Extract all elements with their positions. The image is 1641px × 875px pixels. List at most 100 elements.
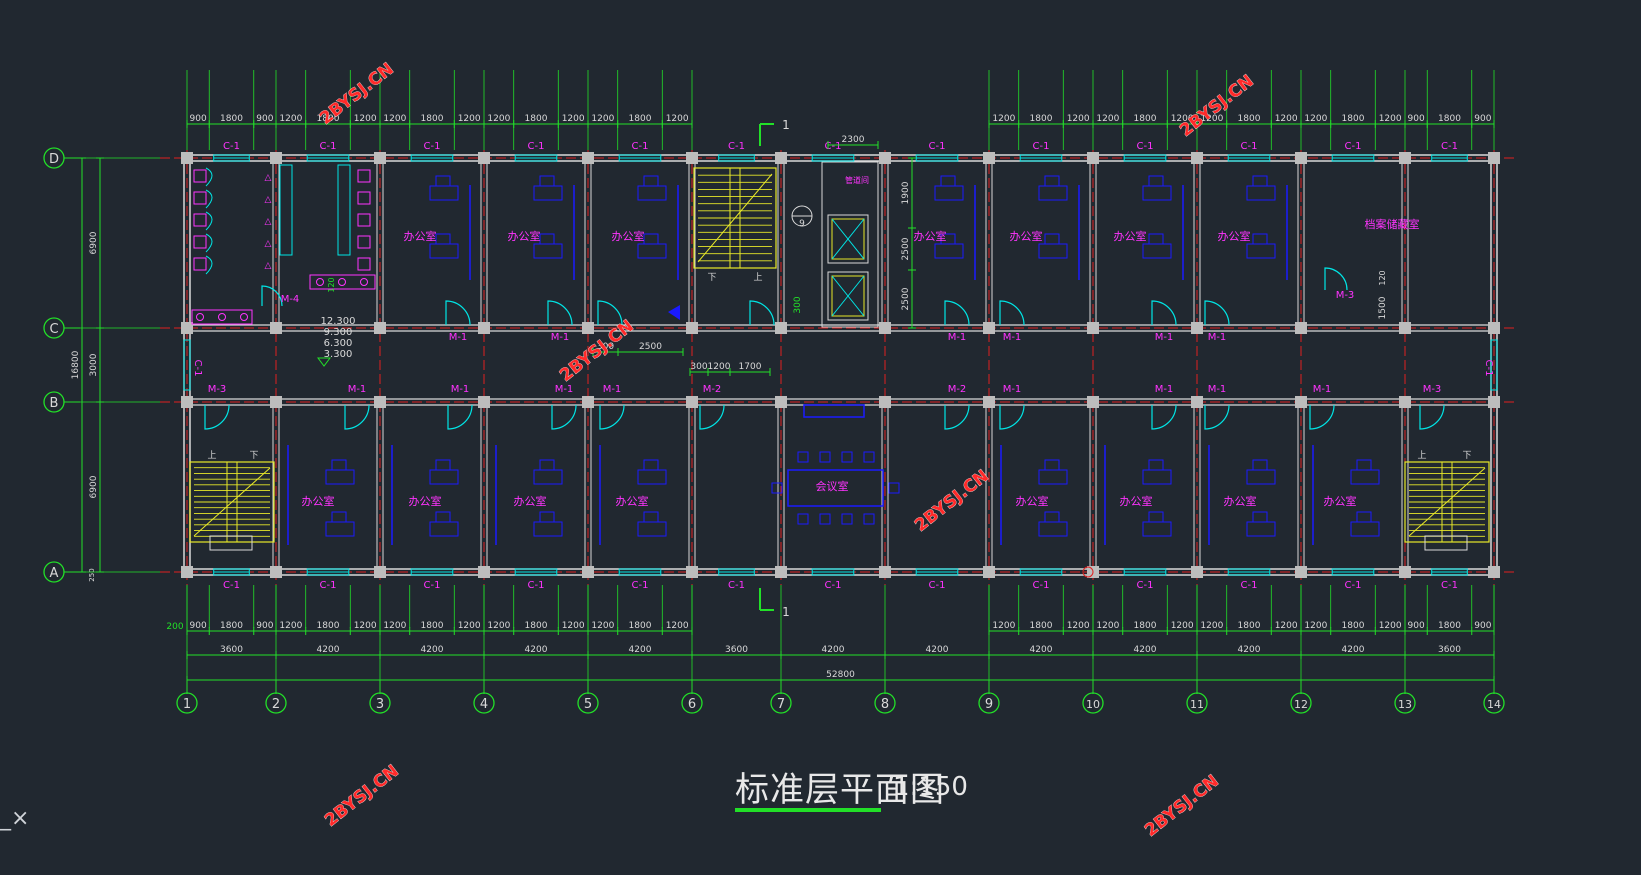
desk [1038,469,1068,485]
dim-top-left-label: 1200 [487,114,510,124]
chair [819,451,831,463]
door-swing [447,404,473,430]
desk [429,243,459,259]
door-swing [944,300,970,326]
dim-top-left-label: 1200 [458,114,481,124]
dim-bays-label: 4200 [421,645,444,655]
dim-top-left-label: 1800 [629,114,652,124]
door-tag: M-3 [1336,290,1355,301]
elevator-car [831,275,865,317]
door-tag: M-3 [1423,384,1442,395]
door [1204,404,1230,430]
desk [325,469,355,485]
toilet-fixture [193,213,207,227]
desk [1350,469,1380,485]
dim-corridor-label: 2500 [639,342,662,352]
watermark-text: 2BYSJ.CN [911,466,993,536]
room-label-office: 办公室 [302,494,335,508]
dim-bays-label: 4200 [822,645,845,655]
door-tag: M-2 [703,384,722,395]
door-tag: M-1 [555,384,574,395]
section-label: 1 [782,118,790,132]
chair [1044,233,1060,245]
column [582,566,594,578]
toilet-door [205,233,213,253]
chair [1044,459,1060,471]
column [582,152,594,164]
room-label-office: 办公室 [1324,494,1357,508]
room-label-office: 办公室 [1120,494,1153,508]
chair [331,511,347,523]
column [478,152,490,164]
column [983,566,995,578]
toilet-door [205,189,213,209]
door-swing [999,300,1025,326]
dim-bottom-right-label: 1800 [1134,621,1157,631]
door-tag: M-1 [603,384,622,395]
column [686,322,698,334]
dim-top-right-label: 900 [1474,114,1491,124]
room-label-office: 办公室 [612,229,645,243]
axis-bubble-7 [770,692,792,714]
desk [325,521,355,537]
window-tag: C-1 [424,141,441,152]
dim-top-left-label: 1800 [317,114,340,124]
door [1309,404,1335,430]
chair [1044,511,1060,523]
dim-top-right-label: 1800 [1134,114,1157,124]
door [344,404,370,430]
window-tag: C-1 [929,580,946,591]
sink [316,278,324,286]
sink-counter [191,309,253,325]
column [181,152,193,164]
dim-top-left-label: 1200 [354,114,377,124]
urinal: △ [265,239,272,249]
column [1191,396,1203,408]
door [599,404,625,430]
axis-label-9: 9 [985,697,993,712]
desk [533,243,563,259]
sink [240,313,248,321]
axis-label-10: 10 [1086,698,1100,711]
room-label-office: 办公室 [409,494,442,508]
column [478,322,490,334]
column [270,152,282,164]
chair [797,451,809,463]
chair [841,513,853,525]
column [1399,322,1411,334]
dim-top-right-label: 1800 [1238,114,1261,124]
toilet-partition [337,164,351,256]
window-tag: C-1 [528,580,545,591]
door-tag: M-1 [948,332,967,343]
room-label-office: 办公室 [1016,494,1049,508]
desk [637,521,667,537]
dim-top-left-label: 900 [190,114,207,124]
axis-label-5: 5 [584,697,592,712]
dim-bays-label: 4200 [926,645,949,655]
sink-counter [309,274,376,290]
desk [1142,521,1172,537]
chair [1252,511,1268,523]
desk [934,185,964,201]
stair-rail [1441,461,1453,543]
detail-label: 9 [799,219,805,229]
chair [863,513,875,525]
column [1399,566,1411,578]
axis-label-12: 12 [1294,698,1308,711]
column [879,322,891,334]
dim-bottom-left-label: 1200 [666,621,689,631]
stair-rail [226,461,238,543]
door-swing [547,300,573,326]
toilet-fixture [193,191,207,205]
room-label-archive: 档案储藏室 [1365,217,1420,231]
urinal: △ [265,261,272,271]
column [1488,322,1500,334]
chair [643,233,659,245]
axis-label-14: 14 [1487,698,1501,711]
dim-bottom-right-label: 1800 [1030,621,1053,631]
desk [1246,469,1276,485]
desk [1246,521,1276,537]
window-tag: C-1 [1441,580,1458,591]
column [374,322,386,334]
dim-left-bays-label: 6900 [89,475,99,498]
